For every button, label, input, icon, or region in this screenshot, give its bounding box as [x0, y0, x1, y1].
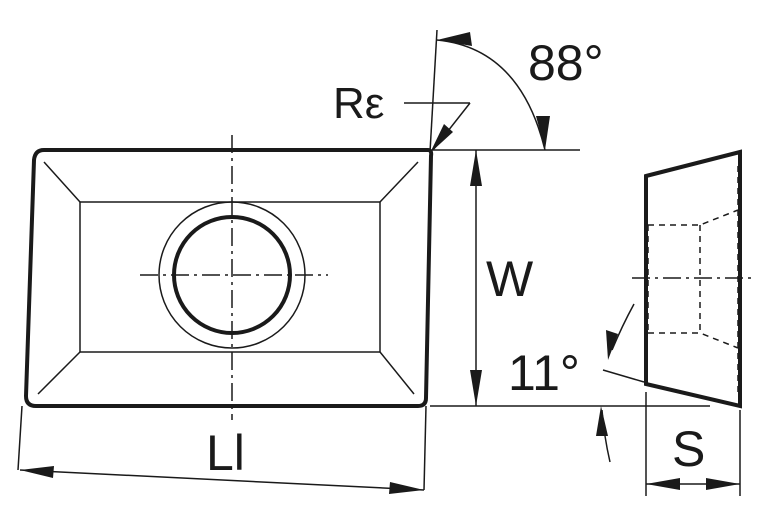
insert-top-view: [23, 135, 434, 420]
chamfer-line-br: [379, 351, 415, 395]
corner-radius-label: Rε: [333, 79, 384, 128]
corner-radius-callout: Rε: [333, 79, 471, 153]
clearance-arrow-lower: [596, 406, 608, 436]
width-dimension: W: [430, 149, 710, 407]
width-arrow-top: [470, 150, 482, 186]
clearance-reference-line: [602, 369, 645, 383]
clearance-angle-dimension: 11°: [508, 303, 645, 463]
angle-reference-line: [429, 29, 438, 153]
side-view-hole-hidden: [647, 209, 739, 349]
width-arrow-bottom: [470, 370, 482, 406]
insert-side-view: [632, 149, 756, 409]
chamfer-line-bl: [37, 351, 81, 395]
clearance-angle-label: 11°: [508, 345, 580, 401]
length-arrow-left: [20, 466, 54, 478]
insert-inner-face: [79, 201, 381, 353]
thickness-arrow-left: [646, 478, 680, 490]
length-extension-left: [17, 405, 23, 471]
chamfer-line-tl: [43, 161, 81, 203]
thickness-label: S: [672, 421, 705, 477]
length-dimension: Ll: [17, 405, 427, 494]
length-arrow-right: [389, 482, 424, 494]
clearance-arrow-upper: [606, 330, 618, 360]
angle-arrow-left: [437, 32, 472, 46]
angle-arc: [436, 39, 546, 151]
insert-outline: [23, 148, 434, 408]
angle-top-label: 88°: [528, 35, 604, 91]
width-label: W: [486, 251, 534, 307]
corner-radius-arrow: [430, 124, 453, 153]
thickness-arrow-right: [706, 478, 740, 490]
corner-angle-dimension: 88°: [429, 29, 604, 153]
chamfer-line-tr: [379, 161, 419, 203]
length-label: Ll: [206, 425, 245, 481]
length-extension-right: [423, 405, 427, 491]
angle-arrow-right: [536, 116, 550, 150]
thickness-dimension: S: [645, 392, 741, 496]
length-dimension-line: [19, 469, 425, 491]
clearance-arc-upper: [611, 303, 635, 351]
side-view-outline: [644, 149, 742, 409]
